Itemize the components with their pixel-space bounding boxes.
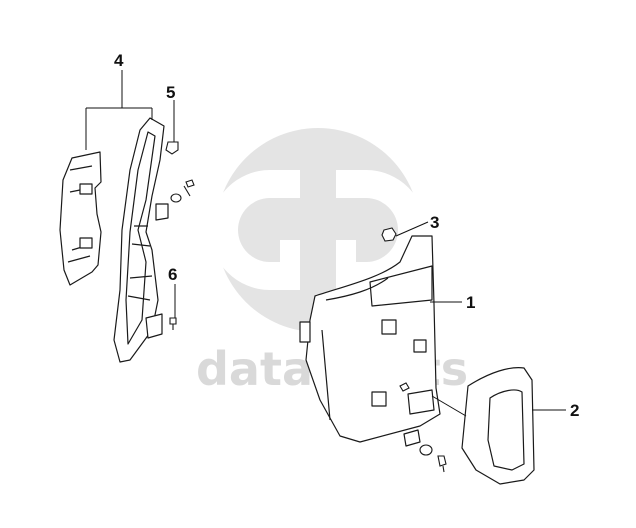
callout-5: 5 bbox=[166, 83, 175, 102]
washer-icon bbox=[170, 193, 182, 203]
part-1-cover-inner-edge bbox=[321, 277, 389, 421]
part-4-bracket-tab-upper bbox=[155, 203, 169, 221]
part-2-cap-inner bbox=[487, 389, 525, 471]
leader-3 bbox=[395, 221, 429, 237]
part-1-side-cover bbox=[299, 235, 441, 447]
fasteners-left bbox=[165, 141, 195, 330]
part-1-bottom-foot bbox=[403, 429, 421, 447]
part-5-clip-icon bbox=[165, 141, 179, 155]
part-1-clip-right bbox=[413, 339, 427, 353]
part-1-side-tab bbox=[299, 321, 311, 343]
leader-lines bbox=[85, 70, 566, 417]
screw-icon bbox=[183, 179, 195, 197]
part-4-clip-lower bbox=[79, 237, 93, 249]
part-1-cover-upper-panel bbox=[369, 265, 433, 307]
part-4-lamp-assembly bbox=[59, 117, 169, 363]
washer-icon-right bbox=[419, 444, 433, 456]
part-1-mount-plate bbox=[407, 389, 435, 415]
callout-1: 1 bbox=[466, 293, 475, 312]
leader-4 bbox=[85, 70, 153, 150]
part-2-cap-outer bbox=[461, 367, 535, 485]
part-4-clip-upper bbox=[79, 183, 93, 195]
part-3-nut-icon bbox=[381, 227, 397, 242]
part-4-lens-housing bbox=[59, 151, 102, 286]
part-1-cover-body bbox=[305, 235, 441, 443]
part-6-screw-icon bbox=[169, 317, 177, 330]
part-4-bracket-tab-lower bbox=[145, 313, 163, 339]
callout-4: 4 bbox=[114, 51, 124, 70]
screw-icon-right-upper bbox=[399, 382, 410, 392]
callout-6: 6 bbox=[168, 265, 177, 284]
callout-3: 3 bbox=[430, 213, 439, 232]
part-1-clip-lower bbox=[371, 391, 387, 407]
part-4-bracket-inner bbox=[125, 131, 156, 345]
fasteners-right bbox=[381, 227, 447, 473]
part-1-clip-upper bbox=[381, 319, 397, 335]
callout-2: 2 bbox=[570, 401, 579, 420]
leader-2-mount bbox=[431, 395, 467, 417]
part-2-end-cap bbox=[461, 367, 535, 485]
screw-icon-right-lower bbox=[437, 455, 447, 473]
part-4-bracket-ribs bbox=[127, 225, 153, 301]
